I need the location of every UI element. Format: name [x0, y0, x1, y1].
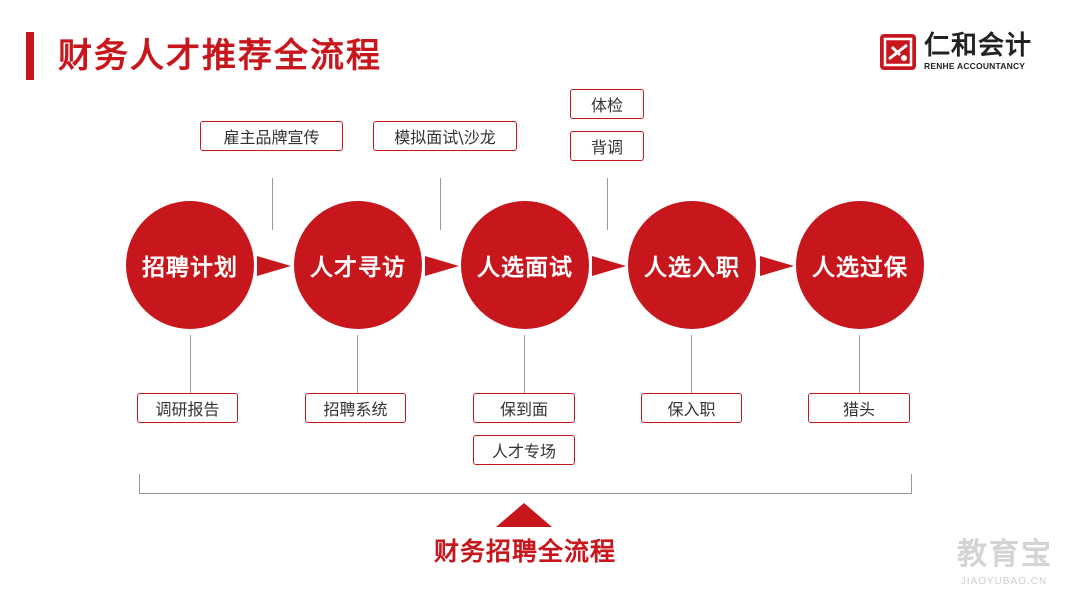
tag-mock-interview: 模拟面试\沙龙 [373, 121, 517, 151]
flow-arrow-icon [425, 256, 459, 276]
connector-line-below [357, 335, 358, 393]
connector-line-below [691, 335, 692, 393]
watermark-sub: JIAOYUBAO.CN [960, 576, 1048, 587]
flow-arrow-icon [257, 256, 291, 276]
summary-bracket [139, 474, 912, 494]
connector-line-below [190, 335, 191, 393]
watermark: 教育宝 [957, 537, 1053, 572]
tag-research-report: 调研报告 [137, 393, 238, 423]
tag-background-check: 背调 [570, 131, 644, 161]
company-logo: 仁和会计 RENHE ACCOUNTANCY [880, 31, 1050, 76]
step-talent-search: 人才寻访 [294, 201, 422, 329]
logo-name-cn: 仁和会计 [924, 31, 1033, 61]
flow-arrow-icon [760, 256, 794, 276]
tag-talent-fair: 人才专场 [473, 435, 575, 465]
step-candidate-onboarding: 人选入职 [628, 201, 756, 329]
step-guarantee-period: 人选过保 [796, 201, 924, 329]
logo-mark-icon [880, 34, 916, 70]
summary-label: 财务招聘全流程 [433, 537, 616, 566]
flow-arrow-icon [592, 256, 626, 276]
tag-guarantee-interview: 保到面 [473, 393, 575, 423]
step-recruitment-plan: 招聘计划 [126, 201, 254, 329]
tag-headhunter: 猎头 [808, 393, 910, 423]
tag-guarantee-onboarding: 保入职 [641, 393, 742, 423]
connector-line-below [859, 335, 860, 393]
connector-line-above [607, 178, 608, 230]
logo-name-en: RENHE ACCOUNTANCY [924, 61, 1026, 71]
tag-recruitment-system: 招聘系统 [305, 393, 406, 423]
connector-line-above [272, 178, 273, 230]
step-candidate-interview: 人选面试 [461, 201, 589, 329]
title-accent-bar [26, 32, 34, 80]
connector-line-below [524, 335, 525, 393]
page-title: 财务人才推荐全流程 [58, 36, 382, 76]
tag-employer-branding: 雇主品牌宣传 [200, 121, 343, 151]
tag-medical-check: 体检 [570, 89, 644, 119]
pointer-triangle-icon [496, 503, 552, 527]
connector-line-above [440, 178, 441, 230]
